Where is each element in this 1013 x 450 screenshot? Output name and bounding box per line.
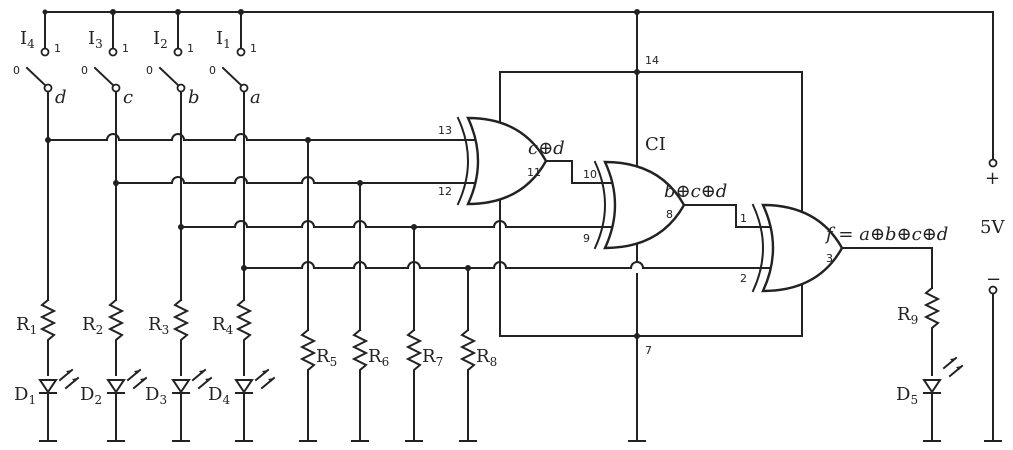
gate2-pin-out: 8 bbox=[666, 208, 673, 221]
xor-gate-2: 10 9 8 b⊕c⊕d bbox=[583, 160, 756, 250]
xor-gate-3: 1 2 3 f = a⊕b⊕c⊕d bbox=[740, 203, 948, 293]
resistor-label: R7 bbox=[422, 346, 443, 369]
resistor-r5: R5 bbox=[299, 328, 337, 441]
switch-var-a: a bbox=[250, 87, 261, 108]
led-d4: D4 bbox=[208, 368, 276, 441]
gate2-expression: b⊕c⊕d bbox=[664, 181, 727, 202]
resistor-r2: R2 bbox=[82, 298, 125, 376]
switch-label-i1: I1 bbox=[216, 28, 231, 51]
ic-pin-vcc: 14 bbox=[645, 54, 659, 67]
switch-on-pin: 1 bbox=[187, 42, 194, 55]
resistor-label: R8 bbox=[476, 346, 497, 369]
led-label: D4 bbox=[208, 384, 230, 407]
resistor-r9: R9 bbox=[897, 286, 941, 376]
gate2-pin-b: 9 bbox=[583, 232, 590, 245]
ic-package: 14 7 CI bbox=[499, 11, 803, 441]
switch-off-pin: 0 bbox=[13, 64, 20, 77]
gate3-expression: f = a⊕b⊕c⊕d bbox=[824, 224, 948, 245]
switch-off-pin: 0 bbox=[81, 64, 88, 77]
gate3-pin-out: 3 bbox=[826, 252, 833, 265]
supply-plus: + bbox=[985, 168, 1000, 189]
resistor-r1: R1 bbox=[16, 298, 57, 376]
led-d5: D5 bbox=[896, 356, 964, 441]
gate1-expression: c⊕d bbox=[528, 138, 565, 159]
switch-i3: I3 1 0 c bbox=[81, 11, 133, 177]
bus-d bbox=[47, 133, 461, 141]
led-d2: D2 bbox=[80, 368, 148, 441]
bus-c bbox=[115, 176, 461, 184]
switch-off-pin: 0 bbox=[146, 64, 153, 77]
switch-i1: I1 1 0 a bbox=[209, 11, 261, 135]
switch-i2: I2 1 0 b bbox=[146, 11, 200, 135]
switch-label-i3: I3 bbox=[88, 28, 103, 51]
led-label: D3 bbox=[145, 384, 167, 407]
resistor-r3: R3 bbox=[148, 298, 190, 376]
led-label: D5 bbox=[896, 384, 918, 407]
ic-label: CI bbox=[645, 134, 666, 155]
switch-off-pin: 0 bbox=[209, 64, 216, 77]
gate3-pin-a: 1 bbox=[740, 212, 747, 225]
ic-pin-gnd: 7 bbox=[645, 344, 652, 357]
switch-var-c: c bbox=[123, 87, 133, 108]
switch-label-i2: I2 bbox=[153, 28, 168, 51]
supply-voltage: 5V bbox=[980, 217, 1005, 238]
switch-on-pin: 1 bbox=[54, 42, 61, 55]
gate2-pin-a: 10 bbox=[583, 168, 597, 181]
resistor-r7: R7 bbox=[405, 328, 443, 441]
resistor-label: R1 bbox=[16, 314, 37, 337]
gate1-pin-b: 12 bbox=[438, 185, 452, 198]
resistor-r6: R6 bbox=[351, 328, 389, 441]
switch-label-i4: I4 bbox=[20, 28, 35, 51]
switch-i4: I4 1 0 d bbox=[13, 11, 67, 141]
resistor-label: R4 bbox=[212, 314, 234, 337]
gate3-pin-b: 2 bbox=[740, 272, 747, 285]
resistor-label: R6 bbox=[368, 346, 389, 369]
switch-var-b: b bbox=[188, 87, 200, 108]
resistor-r4: R4 bbox=[212, 298, 253, 376]
resistor-label: R2 bbox=[82, 314, 103, 337]
resistor-label: R9 bbox=[897, 304, 918, 327]
xor-gate-1: 13 12 11 c⊕d bbox=[438, 116, 599, 206]
resistor-label: R3 bbox=[148, 314, 169, 337]
gate1-pin-a: 13 bbox=[438, 124, 452, 137]
led-label: D1 bbox=[14, 384, 36, 407]
switch-on-pin: 1 bbox=[250, 42, 257, 55]
resistor-r8: R8 bbox=[459, 328, 497, 441]
supply-minus: − bbox=[986, 269, 1001, 290]
switch-var-d: d bbox=[55, 87, 67, 108]
power-supply: + 5V − bbox=[980, 158, 1005, 441]
led-d3: D3 bbox=[145, 368, 213, 441]
gate1-pin-out: 11 bbox=[527, 166, 541, 179]
led-label: D2 bbox=[80, 384, 102, 407]
resistor-label: R5 bbox=[316, 346, 337, 369]
switch-on-pin: 1 bbox=[122, 42, 129, 55]
led-d1: D1 bbox=[14, 368, 80, 441]
